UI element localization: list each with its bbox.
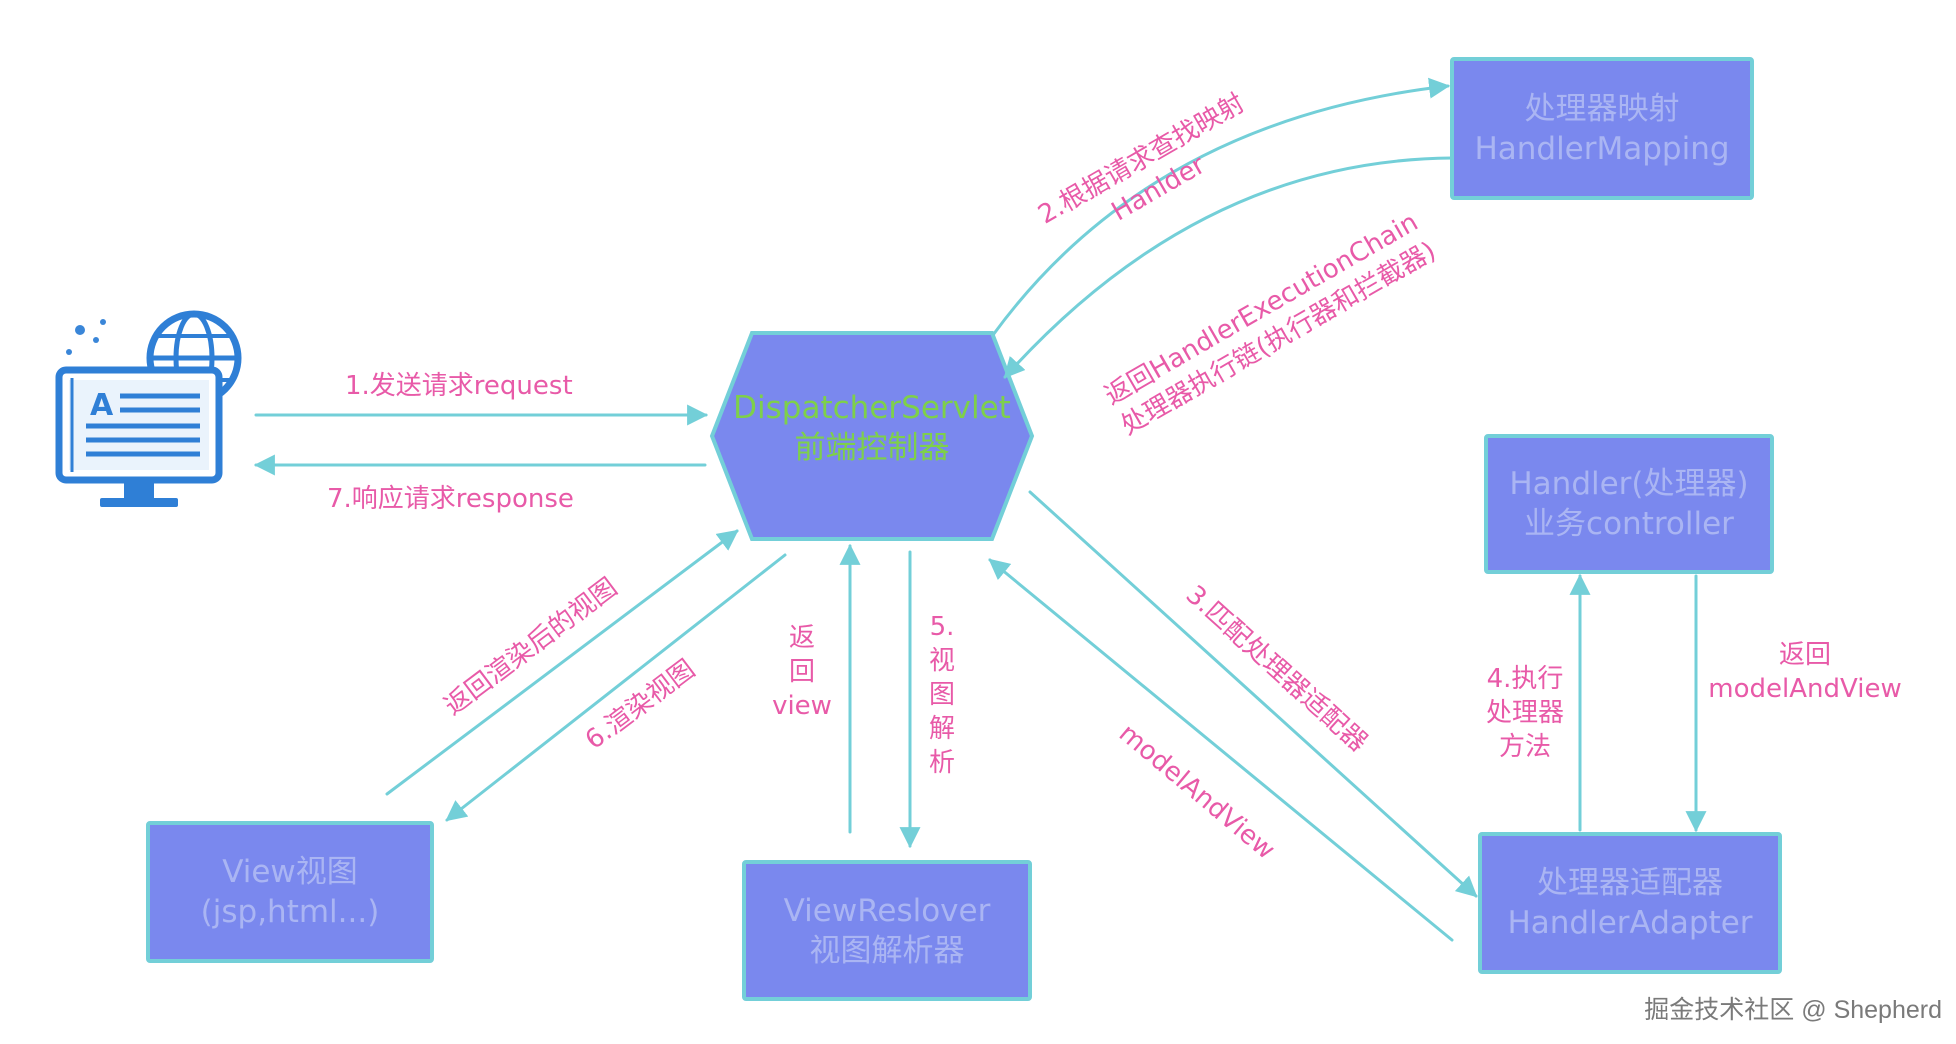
computer-globe-icon: A (55, 310, 242, 507)
label-send-request: 1.发送请求request (345, 371, 573, 401)
arrow-return-rendered (385, 529, 739, 796)
watermark: 掘金技术社区 @ Shepherd (1644, 996, 1942, 1024)
dispatcher-servlet-label: DispatcherServlet 前端控制器 (712, 388, 1032, 468)
handler-subtitle: 业务controller (1524, 506, 1734, 542)
view-resolver-title: ViewReslover (783, 892, 991, 929)
svg-text:A: A (90, 388, 114, 423)
handler-mapping-subtitle: HandlerMapping (1474, 130, 1730, 167)
view-resolver-subtitle: 视图解析器 (809, 932, 965, 969)
view-box: View视图 (jsp,html...) (146, 821, 434, 963)
arrow-find-handler (991, 77, 1451, 337)
arrow-model-and-view (988, 558, 1454, 942)
view-title: View视图 (222, 854, 358, 890)
handler-mapping-box: 处理器映射 HandlerMapping (1450, 57, 1754, 200)
handler-adapter-box: 处理器适配器 HandlerAdapter (1478, 832, 1782, 974)
label-response: 7.响应请求response (327, 484, 574, 514)
handler-mapping-title: 处理器映射 (1524, 90, 1680, 127)
label-return-model-and-view: 返回 modelAndView (1708, 640, 1902, 704)
view-subtitle: (jsp,html...) (200, 894, 380, 930)
arrow-render-view (445, 553, 787, 822)
dispatcher-servlet-subtitle: 前端控制器 (794, 430, 950, 466)
view-resolver-box: ViewReslover 视图解析器 (742, 860, 1032, 1001)
arrow-match-adapter (1028, 490, 1478, 898)
label-execute-handler: 4.执行 处理器 方法 (1485, 664, 1564, 762)
label-return-view: 返 回 view (772, 623, 832, 721)
handler-adapter-title: 处理器适配器 (1537, 865, 1723, 901)
dispatcher-servlet-hexagon (709, 331, 1035, 541)
handler-title: Handler(处理器) (1509, 466, 1749, 502)
handler-adapter-subtitle: HandlerAdapter (1507, 905, 1753, 941)
arrow-return-chain (1003, 156, 1454, 379)
label-resolve-view: 5. 视 图 解 析 (928, 612, 955, 778)
dispatcher-servlet-title: DispatcherServlet (733, 390, 1011, 426)
handler-box: Handler(处理器) 业务controller (1484, 434, 1774, 574)
